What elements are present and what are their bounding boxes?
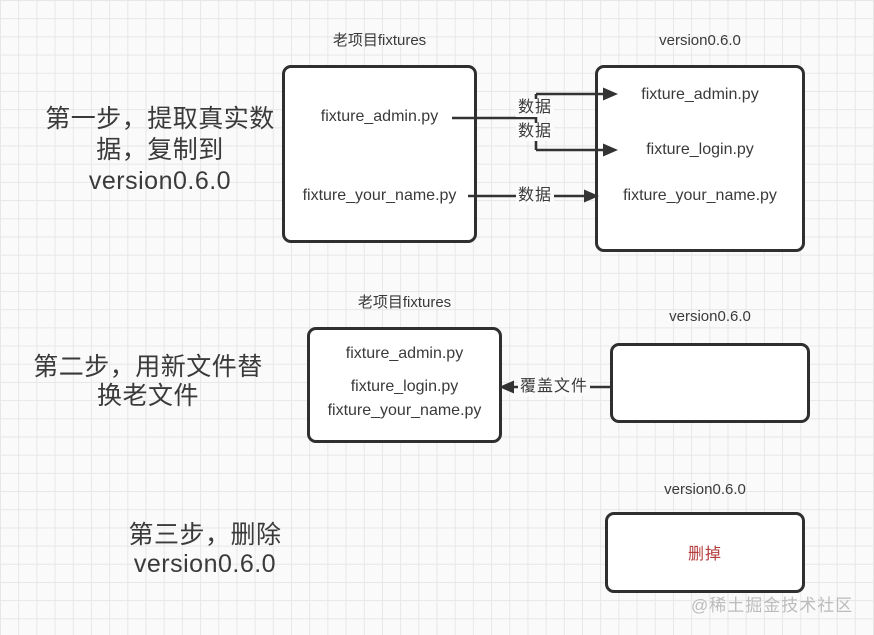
arrowhead-overwrite <box>499 380 514 394</box>
step1-old-file-admin: fixture_admin.py <box>320 108 439 125</box>
step3-box: 删掉 <box>605 512 805 593</box>
step3-delete-text: 删掉 <box>687 546 722 563</box>
watermark: @稀土掘金技术社区 <box>691 596 854 615</box>
step2-old-file-login: fixture_login.py <box>350 378 459 395</box>
edge-label-data-3: 数据 <box>516 187 555 205</box>
arrowhead-to-admin <box>603 87 618 101</box>
step1-old-box-title: 老项目fixtures <box>332 32 427 49</box>
step2-old-file-admin: fixture_admin.py <box>345 345 464 362</box>
step2-description-line1: 第二步，用新文件替 <box>33 353 263 381</box>
step2-old-file-your-name: fixture_your_name.py <box>327 402 482 419</box>
step1-old-file-your-name: fixture_your_name.py <box>302 187 457 204</box>
step1-description: 第一步，提取真实数 据，复制到 version0.6.0 <box>28 104 292 197</box>
step2-description: 第二步，用新文件替 换老文件 <box>20 353 276 411</box>
step1-old-box: fixture_admin.py fixture_your_name.py <box>282 65 477 243</box>
step1-description-line2: 据，复制到 <box>96 136 224 164</box>
step1-new-box: fixture_admin.py fixture_login.py fixtur… <box>595 65 805 252</box>
step3-box-title: version0.6.0 <box>664 481 746 498</box>
step1-new-file-login: fixture_login.py <box>646 141 754 158</box>
step2-description-line2: 换老文件 <box>96 382 199 410</box>
step2-new-box-title: version0.6.0 <box>669 308 751 325</box>
step1-new-file-admin: fixture_admin.py <box>641 86 759 103</box>
edge-label-overwrite: 覆盖文件 <box>518 378 591 396</box>
arrowhead-to-login <box>603 143 618 157</box>
step1-description-line1: 第一步，提取真实数 <box>45 105 275 133</box>
edge-label-data-1: 数据 <box>516 99 555 117</box>
arrowhead-to-your-name <box>584 189 599 203</box>
step3-description: 第三步，删除 version0.6.0 <box>95 521 315 579</box>
step2-new-box <box>610 343 810 423</box>
step2-old-box-title: 老项目fixtures <box>357 294 452 311</box>
step2-old-box: fixture_admin.py fixture_login.py fixtur… <box>307 327 502 443</box>
step3-description-line2: version0.6.0 <box>133 550 277 578</box>
step3-description-line1: 第三步，删除 <box>128 521 282 549</box>
step1-new-box-title: version0.6.0 <box>659 32 741 49</box>
step1-description-line3: version0.6.0 <box>88 167 232 195</box>
step1-new-file-your-name: fixture_your_name.py <box>623 187 777 204</box>
edge-label-data-2: 数据 <box>516 123 555 141</box>
